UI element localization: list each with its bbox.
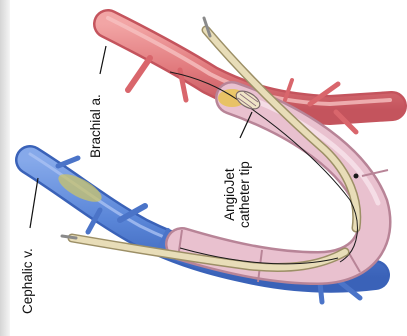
vein-branch — [320, 283, 322, 302]
catheter-hub — [62, 236, 76, 238]
brachial-leader-line — [100, 46, 106, 74]
brachial-artery-label: Brachial a. — [88, 94, 103, 158]
angiojet-label-line1: AngioJet — [222, 161, 237, 228]
vein-branch — [58, 158, 78, 166]
catheter-marker — [354, 174, 359, 179]
angiojet-label-line2: catheter tip — [237, 161, 252, 228]
cephalic-vein-label: Cephalic v. — [20, 248, 35, 314]
cephalic-leader-line — [30, 178, 38, 228]
angiojet-catheter-tip-label: AngioJet catheter tip — [222, 161, 252, 228]
artery-branch — [128, 58, 150, 90]
